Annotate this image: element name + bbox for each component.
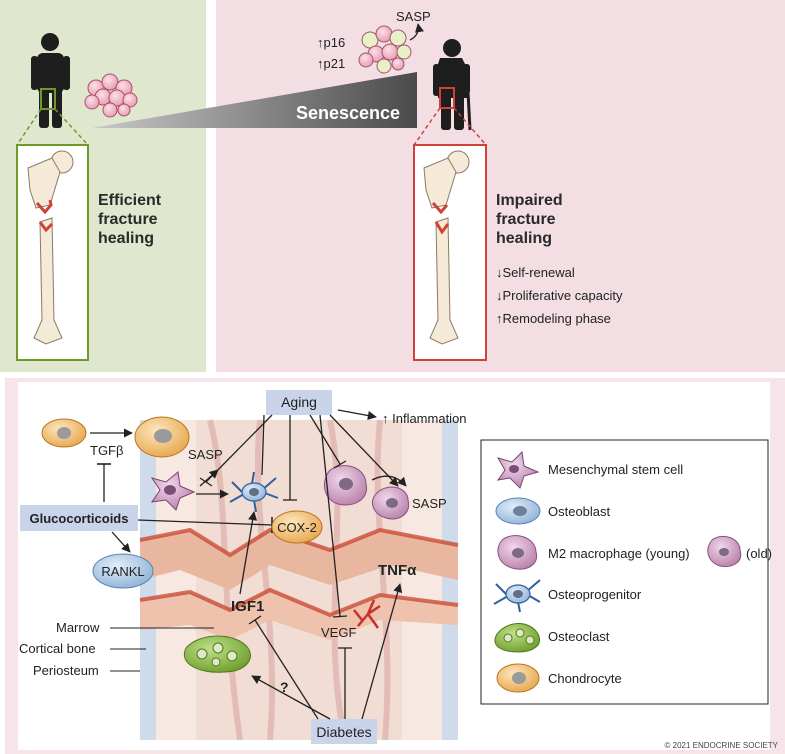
legend-item-chondrocyte: Chondrocyte (548, 671, 622, 686)
svg-text:fracture: fracture (496, 211, 556, 228)
senescence-wedge (92, 72, 417, 128)
rankl-label: RANKL (101, 564, 144, 579)
svg-text:Marrow: Marrow (56, 620, 100, 635)
rankl-cell (92, 553, 154, 589)
svg-text:Periosteum: Periosteum (33, 663, 99, 678)
legend-item-osteoblast: Osteoblast (548, 504, 611, 519)
blood-vessel-icon (353, 599, 381, 629)
old-panel (211, 0, 785, 372)
aging-inflammation-arrow (337, 409, 377, 420)
legend-item-macrophage-old: (old) (746, 546, 772, 561)
igf1-osteoprogenitor-arrow (239, 511, 258, 595)
glucocorticoids-label: Glucocorticoids (30, 511, 129, 526)
aging-label: Aging (281, 394, 317, 410)
igf1-label: IGF1 (231, 598, 264, 615)
p16-marker: ↑p16 (317, 35, 345, 50)
senescence-label: Senescence (296, 103, 400, 123)
old-outcome-label: Impaired fracture healing (496, 192, 563, 247)
svg-text:↓Self-renewal: ↓Self-renewal (496, 265, 575, 280)
cox2-label: COX-2 (277, 520, 317, 535)
macrophage-aging-arrow (371, 475, 407, 487)
svg-text:↑Remodeling phase: ↑Remodeling phase (496, 311, 611, 326)
svg-text:Impaired: Impaired (496, 192, 563, 209)
diabetes-label: Diabetes (316, 724, 371, 740)
walking-cane-icon (466, 91, 472, 131)
old-zoom-line-left (413, 107, 441, 146)
glucocorticoid-cox2-link (137, 519, 273, 526)
svg-text:Cortical bone: Cortical bone (19, 641, 96, 656)
inflammation-label: ↑ Inflammation (382, 411, 467, 426)
chondrocyte-cell-small (41, 418, 87, 448)
glucocorticoid-rankl-arrow (111, 531, 131, 553)
legend-item-msc: Mesenchymal stem cell (548, 462, 683, 477)
macrophage-young-cell (323, 465, 368, 506)
macrophage-icon (497, 535, 742, 570)
osteoblast-icon (495, 497, 541, 525)
osteoclast-cell (183, 635, 251, 673)
osteoclast-icon (494, 623, 540, 653)
bone-section-illustration (139, 419, 459, 741)
young-fracture-mark (35, 199, 54, 233)
legend-box (480, 439, 769, 705)
layer-labels: Marrow Cortical bone Periosteum (19, 620, 214, 678)
cox2-cell (271, 510, 323, 544)
old-zoom-marker (439, 87, 455, 109)
svg-text:healing: healing (98, 230, 154, 247)
aging-effect-lines (199, 414, 399, 618)
svg-text:healing: healing (496, 230, 552, 247)
osteoprogenitor-icon (493, 579, 541, 613)
chondrocyte-cell-large (134, 416, 190, 458)
young-femur-icon (27, 150, 74, 345)
svg-text:fracture: fracture (98, 211, 158, 228)
sasp-right-label: SASP (412, 496, 447, 511)
svg-text:↓Proliferative capacity: ↓Proliferative capacity (496, 288, 623, 303)
copyright-notice: © 2021 ENDOCRINE SOCIETY (665, 741, 779, 750)
young-zoom-line-left (16, 108, 42, 146)
aging-effects-list: ↓Self-renewal ↓Proliferative capacity ↑R… (496, 265, 623, 326)
p21-marker: ↑p21 (317, 56, 345, 71)
sasp-top-arrow (409, 23, 424, 41)
young-zoom-line-right (54, 108, 89, 146)
sasp-top-label: SASP (396, 9, 431, 24)
panel-divider (206, 0, 216, 372)
macrophage-old-cell (371, 486, 410, 520)
legend-item-osteoprogenitor: Osteoprogenitor (548, 587, 642, 602)
mesenchymal-stem-cell-icon (496, 450, 540, 489)
chondrocyte-icon (496, 663, 540, 693)
osteoprogenitor-cell (229, 471, 279, 513)
legend-item-macrophage: M2 macrophage (young) (548, 546, 690, 561)
diabetes-box (311, 719, 377, 744)
diabetes-effect-lines (248, 583, 403, 720)
old-fracture-mark (431, 202, 450, 235)
healthy-cell-cluster-icon (84, 73, 138, 118)
old-femur-icon (423, 150, 470, 345)
young-zoom-marker (40, 88, 56, 110)
svg-text:Efficient: Efficient (98, 192, 162, 209)
glucocorticoids-box (20, 505, 138, 531)
vegf-label: VEGF (321, 625, 356, 640)
old-zoom-line-right (453, 107, 487, 146)
mesenchymal-stem-cell (150, 471, 196, 511)
aging-box (266, 390, 332, 415)
tnfa-label: TNFα (378, 562, 417, 579)
senescent-cell-cluster-icon (358, 25, 412, 74)
legend-item-osteoclast: Osteoclast (548, 629, 610, 644)
young-outcome-label: Efficient fracture healing (98, 192, 162, 247)
question-mark: ? (280, 679, 289, 695)
tgfb-label: TGFβ (90, 443, 123, 458)
sasp-left-label: SASP (188, 447, 223, 462)
